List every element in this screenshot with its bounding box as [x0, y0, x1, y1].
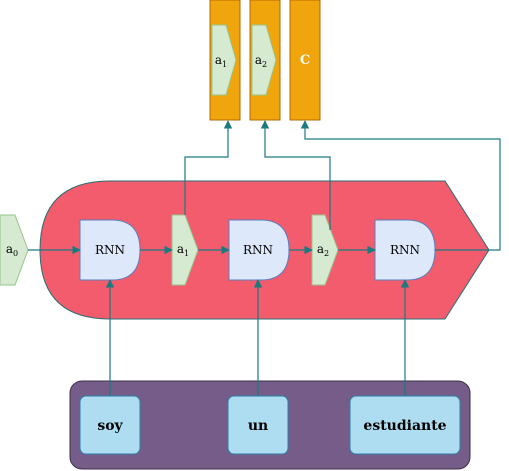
context-vector-label: C — [300, 53, 310, 68]
state-a2: a2 — [311, 214, 339, 286]
output-label-1: a1 — [215, 53, 227, 69]
initial-state: a0 — [0, 214, 29, 286]
output-column-1: a1 — [209, 0, 241, 121]
input-word-3: estudiante — [349, 395, 461, 455]
connectors — [28, 120, 501, 396]
initial-state-label: a0 — [6, 242, 18, 258]
rnn-cell-label: RNN — [243, 243, 273, 257]
state-a2-label: a2 — [317, 242, 329, 258]
arrow-final-to-context — [300, 120, 501, 251]
input-word-label: un — [248, 418, 268, 434]
rnn-cell-2: RNN — [228, 219, 290, 281]
input-word-label: estudiante — [363, 418, 446, 434]
output-column-context: C — [289, 0, 321, 121]
input-word-1: soy — [79, 395, 141, 455]
rnn-cell-3: RNN — [374, 219, 436, 281]
state-a1-label: a1 — [177, 242, 189, 258]
output-column-2: a2 — [249, 0, 281, 121]
rnn-cell-1: RNN — [79, 219, 141, 281]
rnn-cell-label: RNN — [390, 243, 420, 257]
output-state-shape — [211, 24, 237, 96]
rnn-cell-label: RNN — [95, 243, 125, 257]
state-a1: a1 — [171, 214, 199, 286]
arrow-a2-to-output2 — [260, 120, 331, 230]
output-state-shape — [251, 24, 277, 96]
input-word-2: un — [227, 395, 289, 455]
output-label-2: a2 — [255, 53, 267, 69]
input-word-label: soy — [97, 418, 123, 434]
arrow-a1-to-output1 — [184, 120, 233, 215]
